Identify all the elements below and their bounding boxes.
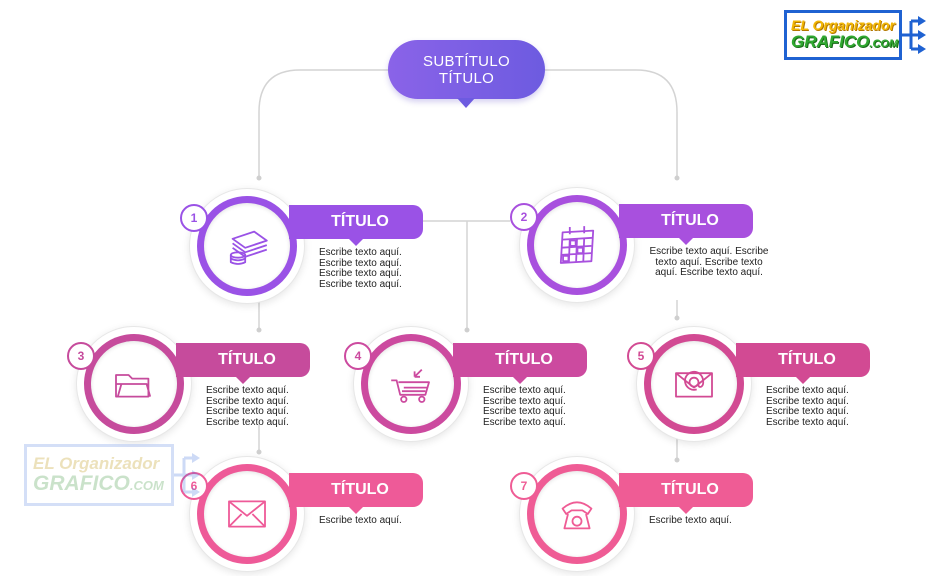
logo-arrows-icon bbox=[902, 16, 926, 54]
text-line: Escribe texto aquí. bbox=[483, 385, 566, 396]
text-line: Escribe texto aquí. bbox=[483, 406, 566, 417]
node-ring bbox=[189, 188, 305, 304]
text-line: Escribe texto aquí. bbox=[319, 257, 402, 269]
text-line: Escribe texto aquí. bbox=[319, 278, 402, 290]
node-ring bbox=[76, 326, 192, 442]
watermark-brand: GRAFICO bbox=[33, 471, 130, 495]
step-number: 4 bbox=[344, 342, 372, 370]
calendar-icon bbox=[559, 226, 595, 264]
text-line: Escribe texto aquí. bbox=[649, 515, 732, 526]
text-line: Escribe texto aquí. bbox=[319, 247, 402, 258]
step-node-1: 1 TÍTULO Escribe texto aquí. Escribe tex… bbox=[180, 188, 429, 308]
step-title: TÍTULO bbox=[619, 204, 753, 245]
step-text: Escribe texto aquí. Escribe texto aquí. … bbox=[206, 385, 326, 428]
node-icon-holder bbox=[534, 471, 620, 557]
email-icon bbox=[675, 370, 713, 398]
text-line: Escribe texto aquí. bbox=[206, 385, 289, 396]
text-line: Escribe texto aquí. bbox=[319, 515, 402, 526]
text-line: Escribe texto aquí. bbox=[206, 395, 289, 407]
step-text: Escribe texto aquí. Escribe texto aquí. … bbox=[766, 385, 886, 428]
brand-logo[interactable]: EL Organizador GRAFICO.COM bbox=[784, 10, 902, 60]
step-number: 5 bbox=[627, 342, 655, 370]
step-node-2: 2 TÍTULO Escribe texto aquí. Escribe tex… bbox=[510, 187, 768, 307]
node-icon-holder bbox=[534, 202, 620, 288]
step-title: TÍTULO bbox=[453, 343, 587, 384]
node-ring bbox=[189, 456, 305, 572]
node-ring bbox=[519, 187, 635, 303]
node-ring bbox=[636, 326, 752, 442]
node-ring bbox=[519, 456, 635, 572]
header-subtitle: SUBTÍTULO bbox=[423, 52, 510, 70]
text-line: aquí. Escribe texto aquí. bbox=[655, 267, 763, 278]
envelope-icon bbox=[228, 500, 266, 528]
text-line: Escribe texto aquí. bbox=[766, 395, 849, 407]
step-number: 2 bbox=[510, 203, 538, 231]
step-node-5: 5 TÍTULO Escribe texto aquí. Escribe tex… bbox=[627, 326, 876, 446]
text-line: Escribe texto aquí. bbox=[766, 406, 849, 417]
text-line: Escribe texto aquí. bbox=[483, 395, 566, 407]
watermark-logo: EL Organizador GRAFICO.COM bbox=[24, 444, 174, 506]
text-line: Escribe texto aquí. bbox=[319, 268, 402, 279]
step-text: Escribe texto aquí. bbox=[649, 515, 769, 527]
step-node-6: 6 TÍTULO Escribe texto aquí. bbox=[180, 456, 429, 576]
watermark-suffix: .COM bbox=[129, 477, 164, 493]
step-number: 3 bbox=[67, 342, 95, 370]
node-icon-holder bbox=[204, 203, 290, 289]
logo-line1: EL Organizador bbox=[791, 16, 895, 33]
cart-icon bbox=[391, 368, 430, 403]
node-icon-holder bbox=[91, 341, 177, 427]
step-title: TÍTULO bbox=[736, 343, 870, 384]
text-line: Escribe texto aquí. bbox=[206, 406, 289, 417]
watermark-arrows-icon bbox=[174, 453, 200, 497]
step-text: Escribe texto aquí. bbox=[319, 515, 439, 527]
step-number: 7 bbox=[510, 472, 538, 500]
header-title: TÍTULO bbox=[438, 69, 495, 87]
step-title: TÍTULO bbox=[289, 473, 423, 514]
step-number: 6 bbox=[180, 472, 208, 500]
node-icon-holder bbox=[204, 471, 290, 557]
folder-icon bbox=[115, 374, 152, 398]
money-icon bbox=[229, 230, 268, 265]
watermark-line1: EL Organizador bbox=[33, 453, 160, 473]
organizer-canvas: SUBTÍTULO TÍTULO 1 TÍTULO Escribe texto … bbox=[24, 10, 926, 572]
step-title: TÍTULO bbox=[289, 205, 423, 246]
watermark-line2: GRAFICO.COM bbox=[33, 471, 171, 497]
step-node-3: 3 TÍTULO Escribe texto aquí. Escribe tex… bbox=[67, 326, 316, 446]
step-text: Escribe texto aquí. Escribe texto aquí. … bbox=[483, 385, 603, 428]
text-line: Escribe texto aquí. Escribe bbox=[649, 246, 769, 257]
step-number: 1 bbox=[180, 204, 208, 232]
step-title: TÍTULO bbox=[176, 343, 310, 384]
text-line: Escribe texto aquí. bbox=[483, 416, 566, 428]
step-text: Escribe texto aquí. Escribe texto aquí. … bbox=[319, 247, 439, 290]
node-icon-holder bbox=[368, 341, 454, 427]
text-line: texto aquí. Escribe texto bbox=[655, 256, 763, 268]
header-bubble: SUBTÍTULO TÍTULO bbox=[388, 40, 545, 108]
step-title: TÍTULO bbox=[619, 473, 753, 514]
logo-line2: GRAFICO.COM bbox=[791, 31, 899, 53]
step-text: Escribe texto aquí. Escribe texto aquí. … bbox=[639, 246, 779, 279]
step-node-4: 4 TÍTULO Escribe texto aquí. Escribe tex… bbox=[344, 326, 593, 446]
logo-brand: GRAFICO bbox=[791, 31, 870, 51]
node-icon-holder bbox=[651, 341, 737, 427]
logo-suffix: .COM bbox=[869, 37, 899, 50]
telephone-icon bbox=[561, 501, 593, 530]
node-ring bbox=[353, 326, 469, 442]
text-line: Escribe texto aquí. bbox=[766, 416, 849, 428]
step-node-7: 7 TÍTULO Escribe texto aquí. bbox=[510, 456, 759, 576]
text-line: Escribe texto aquí. bbox=[206, 416, 289, 428]
text-line: Escribe texto aquí. bbox=[766, 385, 849, 396]
